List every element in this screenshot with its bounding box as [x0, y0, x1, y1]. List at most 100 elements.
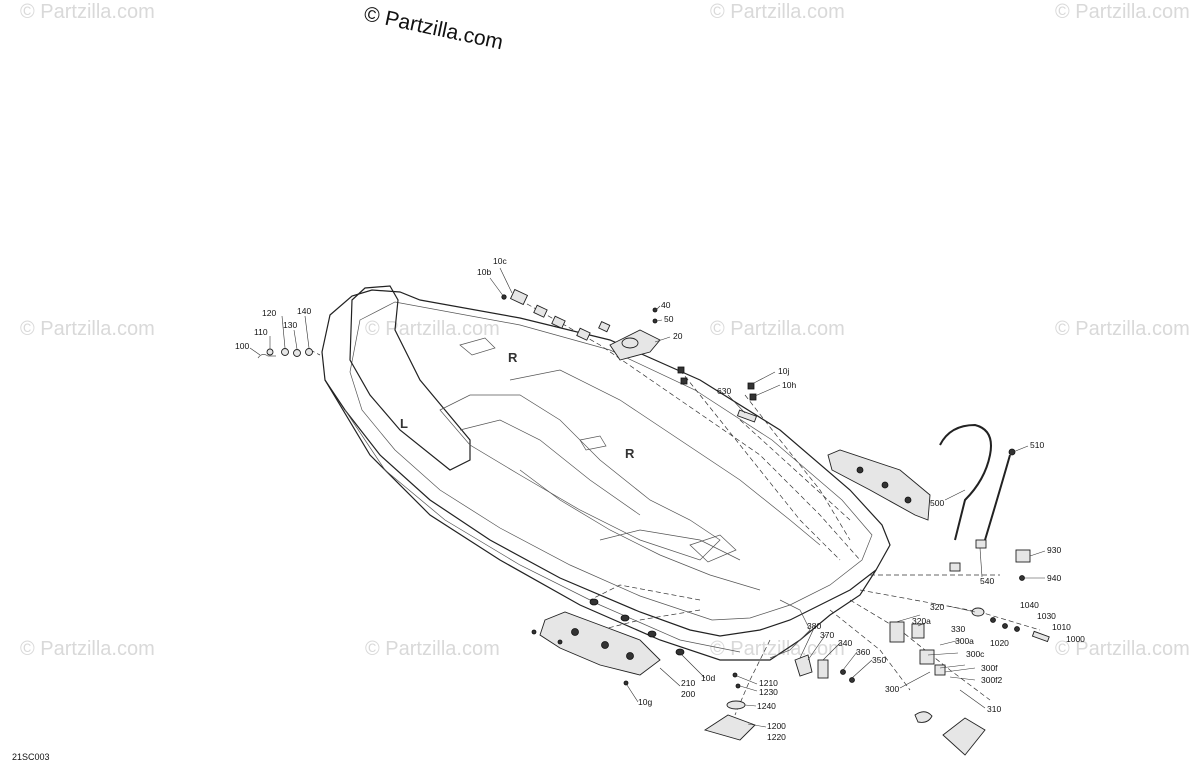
- callout-510[interactable]: 510: [1030, 440, 1044, 450]
- callout-300c[interactable]: 300c: [966, 649, 985, 659]
- callout-300a[interactable]: 300a: [955, 636, 974, 646]
- part-110[interactable]: [266, 348, 274, 356]
- part-10b-vent[interactable]: [598, 320, 611, 333]
- callout-130[interactable]: 130: [283, 320, 297, 330]
- callout-1220[interactable]: 1220: [767, 732, 786, 742]
- callout-300f[interactable]: 300f: [981, 663, 998, 673]
- part-350[interactable]: [849, 677, 855, 683]
- part-630[interactable]: [736, 409, 758, 423]
- callout-1200[interactable]: 1200: [767, 721, 786, 731]
- part-140[interactable]: [305, 348, 313, 356]
- part-10h[interactable]: [747, 382, 755, 390]
- part-930[interactable]: [1015, 549, 1031, 563]
- part-10d[interactable]: [647, 630, 657, 638]
- part-1010[interactable]: [1014, 626, 1020, 632]
- part-200-sponson[interactable]: [539, 611, 661, 676]
- callout-300[interactable]: 300: [885, 684, 899, 694]
- callout-940[interactable]: 940: [1047, 573, 1061, 583]
- part-10b-vent[interactable]: [576, 327, 591, 341]
- callout-930[interactable]: 930: [1047, 545, 1061, 555]
- part-1030[interactable]: [990, 617, 996, 623]
- callout-1210[interactable]: 1210: [759, 678, 778, 688]
- part-310[interactable]: [942, 717, 986, 756]
- callout-340[interactable]: 340: [838, 638, 852, 648]
- callout-360[interactable]: 360: [856, 647, 870, 657]
- part-10j[interactable]: [680, 377, 688, 385]
- callout-320a[interactable]: 320a: [912, 616, 931, 626]
- callout-110[interactable]: 110: [254, 327, 268, 337]
- part-10h[interactable]: [749, 393, 757, 401]
- callout-200[interactable]: 200: [681, 689, 695, 699]
- part-10c[interactable]: [509, 288, 529, 306]
- callout-1230[interactable]: 1230: [759, 687, 778, 697]
- callout-40[interactable]: 40: [661, 300, 671, 310]
- part-340[interactable]: [817, 659, 829, 679]
- part-10b-vent[interactable]: [551, 315, 566, 329]
- part-1200[interactable]: [703, 714, 756, 741]
- callout-10h[interactable]: 10h: [782, 380, 796, 390]
- part-1040[interactable]: [971, 607, 985, 617]
- part-380[interactable]: [794, 654, 813, 677]
- callout-350[interactable]: 350: [872, 655, 886, 665]
- part-10g[interactable]: [623, 680, 629, 686]
- part-40[interactable]: [652, 307, 658, 313]
- callout-50[interactable]: 50: [664, 314, 674, 324]
- part-300a[interactable]: [919, 649, 935, 665]
- callout-10b[interactable]: 10b: [477, 267, 491, 277]
- part-540[interactable]: [975, 539, 987, 549]
- callout-300f2[interactable]: 300f2: [981, 675, 1003, 685]
- part-940[interactable]: [1019, 575, 1025, 581]
- callout-1030[interactable]: 1030: [1037, 611, 1056, 621]
- callout-1010[interactable]: 1010: [1052, 622, 1071, 632]
- part-1230[interactable]: [735, 683, 741, 689]
- part-10d[interactable]: [589, 598, 599, 606]
- part-10g[interactable]: [531, 629, 537, 635]
- callout-1040[interactable]: 1040: [1020, 600, 1039, 610]
- part-500-rail[interactable]: [827, 449, 931, 521]
- part-300c[interactable]: [934, 664, 946, 676]
- part-360[interactable]: [840, 669, 846, 675]
- callout-100[interactable]: 100: [235, 341, 249, 351]
- watermark: © Partzilla.com: [20, 318, 155, 340]
- part-320[interactable]: [889, 621, 905, 643]
- callout-20[interactable]: 20: [673, 331, 683, 341]
- part-10j[interactable]: [677, 366, 685, 374]
- callout-310[interactable]: 310: [987, 704, 1001, 714]
- part-1210[interactable]: [732, 672, 738, 678]
- callout-630[interactable]: 630: [717, 386, 731, 396]
- callout-10d[interactable]: 10d: [701, 673, 715, 683]
- part-310-clip[interactable]: [914, 711, 933, 723]
- part-510[interactable]: [1008, 448, 1016, 456]
- callout-140[interactable]: 140: [297, 306, 311, 316]
- callout-10j[interactable]: 10j: [778, 366, 789, 376]
- part-50[interactable]: [652, 318, 658, 324]
- part-10d[interactable]: [675, 648, 685, 656]
- part-500-hose[interactable]: [939, 423, 992, 541]
- callout-1240[interactable]: 1240: [757, 701, 776, 711]
- part-1240[interactable]: [726, 700, 746, 710]
- callout-10g[interactable]: 10g: [638, 697, 652, 707]
- part-1000[interactable]: [1031, 630, 1050, 643]
- callout-330[interactable]: 330: [951, 624, 965, 634]
- part-100[interactable]: [257, 354, 276, 359]
- callout-370[interactable]: 370: [820, 630, 834, 640]
- callout-10c[interactable]: 10c: [493, 256, 507, 266]
- part-130[interactable]: [293, 349, 301, 357]
- part-510-hose[interactable]: [984, 454, 1011, 541]
- callout-1020[interactable]: 1020: [990, 638, 1009, 648]
- part-10d[interactable]: [620, 614, 630, 622]
- callout-210[interactable]: 210: [681, 678, 695, 688]
- part-10g[interactable]: [557, 639, 563, 645]
- callout-120[interactable]: 120: [262, 308, 276, 318]
- callout-540[interactable]: 540: [980, 576, 994, 586]
- callout-1000[interactable]: 1000: [1066, 634, 1085, 644]
- part-1020[interactable]: [1002, 623, 1008, 629]
- callout-320[interactable]: 320: [930, 602, 944, 612]
- part-120[interactable]: [281, 348, 289, 356]
- callout-380[interactable]: 380: [807, 621, 821, 631]
- hull-illustration: R R L: [321, 285, 891, 661]
- part-540-clip[interactable]: [949, 562, 961, 572]
- part-10b-vent[interactable]: [533, 304, 548, 318]
- part-320a[interactable]: [911, 623, 925, 639]
- callout-500[interactable]: 500: [930, 498, 944, 508]
